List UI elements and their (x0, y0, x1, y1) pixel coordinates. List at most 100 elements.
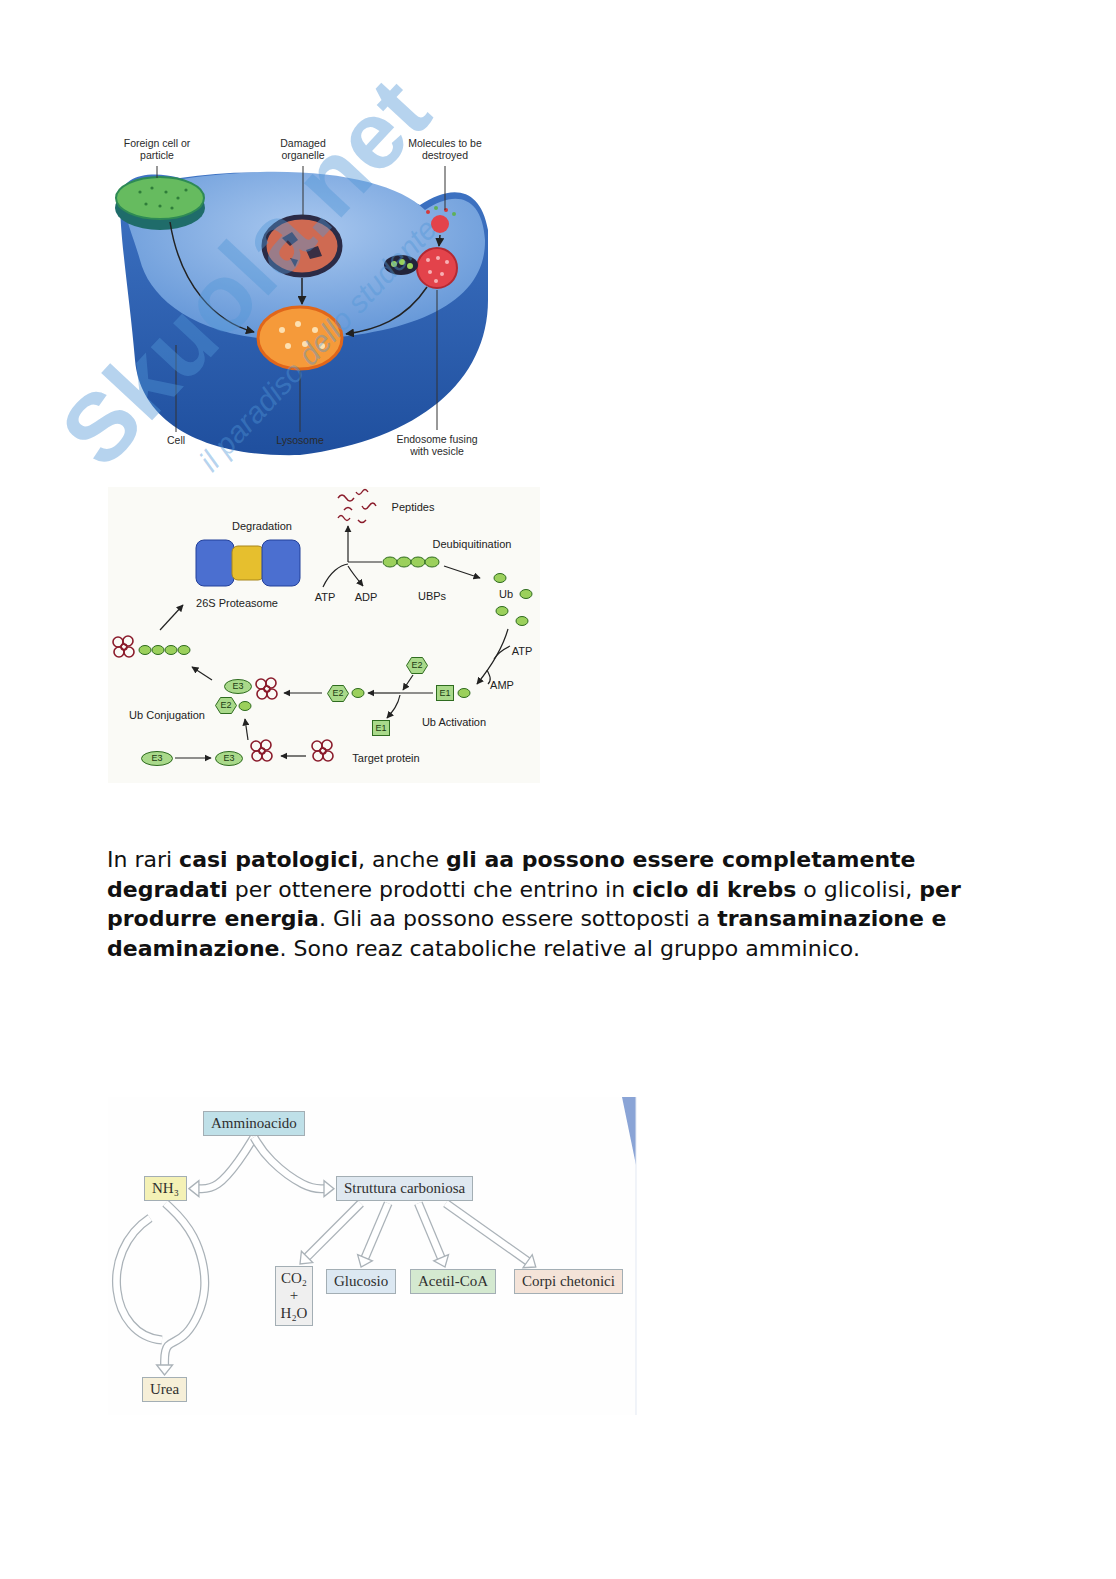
arrow-outline (307, 1203, 361, 1257)
amino-acid-figure (108, 1097, 636, 1415)
body-text: o glicolisi, (796, 877, 919, 902)
bold-text: ciclo di krebs (632, 877, 796, 902)
process-box: Struttura carboniosa (336, 1176, 473, 1201)
molecule-label: ATP (512, 645, 533, 657)
enzyme-hexagon: E2 (215, 697, 237, 714)
proteasome-core (232, 546, 264, 580)
arrow-shaft (365, 1203, 388, 1258)
arrow-shaft (307, 1203, 361, 1257)
arrow-head (157, 1365, 173, 1375)
hollow-arrow (189, 1137, 254, 1196)
figure-label: Cell (167, 435, 185, 447)
figure-label: Target protein (352, 752, 419, 764)
protein (256, 678, 277, 699)
peptides (338, 490, 376, 523)
enzyme-ellipse: E3 (224, 679, 252, 694)
hollow-arrow (418, 1203, 448, 1267)
node-text: E2 (332, 689, 343, 698)
proteasome-cap (262, 540, 300, 586)
arrow-fill (199, 1137, 254, 1188)
molecule-label: AMP (490, 679, 514, 691)
node-text: E1 (439, 689, 450, 698)
hollow-arrow (254, 1137, 334, 1196)
body-text: . Gli aa possono essere sottoposti a (319, 906, 717, 931)
node-text: E2 (220, 701, 231, 710)
ubiquitin-chain (139, 646, 190, 655)
enzyme-label: UBPs (418, 590, 446, 602)
arrow-fill (365, 1203, 388, 1258)
reaction-arrow (348, 566, 363, 586)
protein (251, 740, 272, 761)
node-text: E2 (411, 661, 422, 670)
hollow-arrow (157, 1203, 205, 1375)
reaction-arrow (387, 695, 400, 718)
slide-edge (636, 1097, 637, 1415)
reaction-arrow (403, 675, 413, 690)
reaction-arrow (477, 629, 508, 684)
molecule-label: Ub (499, 588, 513, 600)
arrow-fill (165, 1203, 205, 1365)
hexagon-shape (216, 698, 237, 714)
arrow-outline (199, 1137, 254, 1188)
step-label: Ub Activation (422, 716, 486, 728)
reaction-arrow (284, 692, 322, 693)
enzyme-hexagon: E2 (406, 657, 428, 674)
figure-label: Foreign cell or particle (119, 138, 195, 162)
reaction-arrow (160, 605, 183, 630)
node-text: E3 (232, 682, 243, 691)
protein (113, 636, 134, 657)
node-text: CO₂ + H₂O (280, 1270, 308, 1322)
ubiquitin (352, 689, 364, 698)
paragraph: In rari casi patologici, anche gli aa po… (107, 845, 1000, 963)
figure-label: Molecules to be destroyed (404, 138, 486, 162)
node-text: Amminoacido (211, 1115, 297, 1132)
node-text: Corpi chetonici (522, 1273, 615, 1290)
arrow-outline (254, 1137, 324, 1188)
arrow-outline (446, 1203, 528, 1261)
arrow-outline (165, 1203, 205, 1365)
arrow-shaft (418, 1203, 441, 1258)
figure-label: Endosome fusing with vesicle (392, 434, 482, 458)
arrow-outline (418, 1203, 441, 1258)
body-text: , anche (358, 847, 446, 872)
reaction-arrow (368, 692, 400, 693)
molecule-label: ADP (355, 591, 378, 603)
enzyme-ellipse: E3 (141, 751, 173, 766)
figure-label: 26S Proteasome (196, 597, 278, 609)
arrow-head (300, 1251, 313, 1264)
product-box: Corpi chetonici (514, 1269, 623, 1294)
arrow-head (434, 1255, 449, 1267)
enzyme-hexagon: E2 (327, 685, 349, 702)
arrow-head (358, 1255, 373, 1267)
reaction-line (348, 561, 382, 562)
ubiquitin (239, 702, 251, 711)
node-text: Acetil-CoA (418, 1273, 488, 1290)
process-box: Amminoacido (203, 1111, 305, 1136)
figure-label: Deubiquitination (433, 538, 512, 550)
figure-label: Degradation (232, 520, 292, 532)
arrow-fill (307, 1203, 361, 1257)
reaction-line (400, 692, 433, 693)
arrow-heads (434, 1255, 449, 1267)
arrow-fill (418, 1203, 441, 1258)
figure-label: Peptides (392, 501, 435, 513)
node-text: E3 (151, 754, 162, 763)
step-label: Ub Conjugation (129, 709, 205, 721)
figure-label: Lysosome (276, 435, 323, 447)
reaction-arrow (175, 757, 211, 758)
ubiquitin (458, 689, 470, 698)
endosome-dots (426, 256, 449, 283)
arrow-head (189, 1181, 199, 1197)
reaction-line (494, 646, 510, 659)
bold-text: casi patologici (179, 847, 358, 872)
product-box: Glucosio (326, 1269, 396, 1294)
node-text: NH₃ (152, 1180, 179, 1197)
ellipse-shape (225, 680, 252, 694)
enzyme-box: E1 (372, 720, 390, 736)
figure-ground (108, 1097, 636, 1415)
arrow-heads (157, 1365, 173, 1375)
foreign-cell (116, 177, 204, 219)
arrow-outline (365, 1203, 388, 1258)
